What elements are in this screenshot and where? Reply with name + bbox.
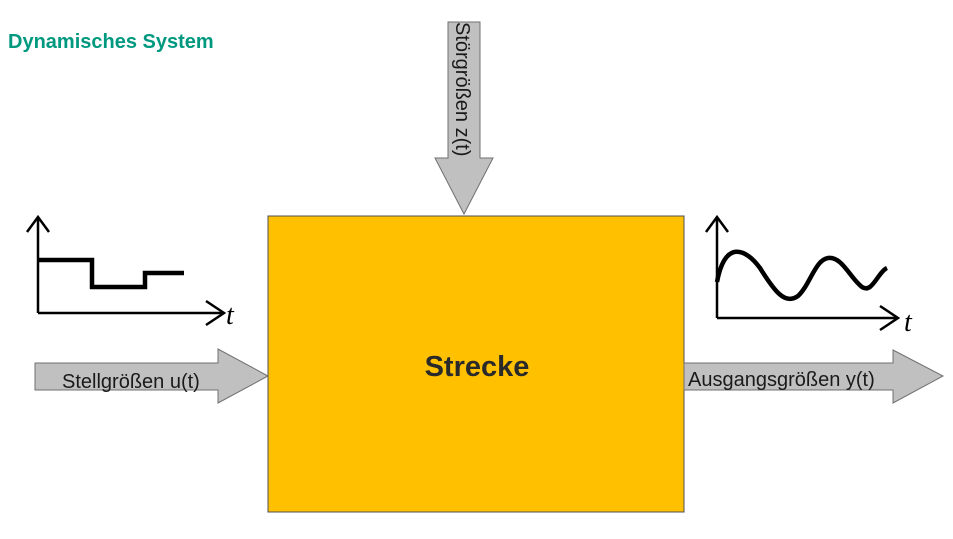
input-step-signal [38, 257, 184, 290]
process-block-rect [267, 215, 685, 513]
disturbance-arrow-shape [434, 21, 494, 216]
output-oscillation-signal [714, 249, 889, 302]
input-arrow-shape [34, 348, 270, 404]
process-block-label: Strecke [425, 351, 530, 383]
input-y-axis-arrowhead [25, 214, 51, 233]
output-arrow-shape [683, 349, 945, 404]
disturbance-arrow: Störgrößen z(t) [434, 21, 494, 216]
output-arrow: Ausgangsgrößen y(t) [683, 349, 945, 404]
input-arrow: Stellgrößen u(t) [34, 348, 270, 404]
page-title: Dynamisches System [8, 31, 214, 53]
output-label: Ausgangsgrößen y(t) [688, 369, 875, 391]
disturbance-label: Störgrößen z(t) [451, 22, 473, 156]
input-label: Stellgrößen u(t) [62, 371, 200, 393]
input-signal-plot: t [25, 214, 235, 331]
input-t-axis-label: t [226, 300, 235, 331]
input-x-axis-arrowhead [205, 299, 227, 327]
output-y-axis-arrowhead [704, 214, 730, 233]
output-signal-plot: t [704, 214, 913, 338]
output-t-axis-label: t [904, 307, 913, 338]
process-block: Strecke [267, 215, 685, 513]
output-x-axis-arrowhead [879, 304, 901, 332]
